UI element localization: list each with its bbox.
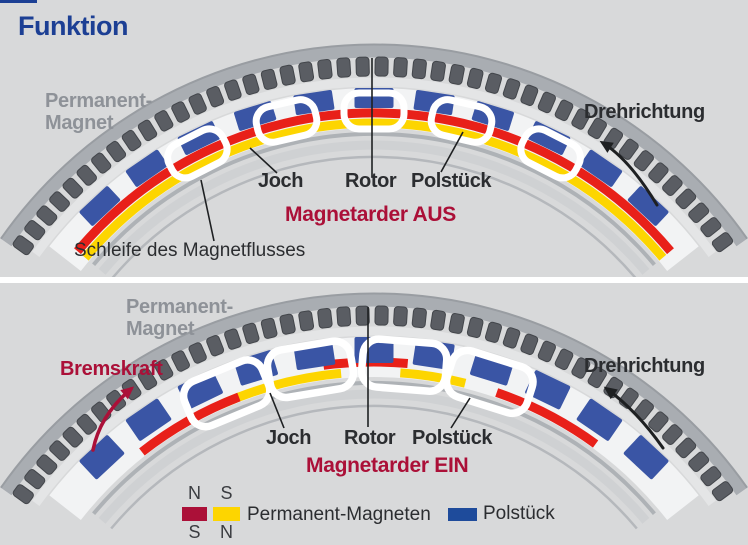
legend-red-pole-bottom: S [188,522,201,542]
polstueck-label-off: Polstück [411,170,492,192]
polstueck-label-on: Polstück [412,427,493,449]
legend-yellow-magnet-swatch [213,507,240,521]
permanent-magnet-line1: Permanent- [45,90,153,112]
direction-label-on: Drehrichtung [584,355,705,377]
panel-divider [0,277,748,283]
top-accent-line [0,0,37,3]
legend-magnets-label: Permanent-Magneten [247,504,431,525]
status-label-off: Magnetarder AUS [285,203,456,226]
page-title: Funktion [18,11,128,41]
rotor-label-on: Rotor [344,427,396,449]
legend-red-pole-top: N [188,483,201,503]
direction-label-off: Drehrichtung [584,101,705,123]
retarder-ring-on-diagram [0,292,748,530]
rotor-label-off: Rotor [345,170,397,192]
joch-label-off: Joch [258,170,304,192]
permanent-magnet-line2: Magnet [45,111,114,134]
panel-magnetarder-on: Permanent- Magnet Bremskraft Drehrichtun… [0,283,748,545]
joch-label-on: Joch [266,427,312,449]
brake-force-label: Bremskraft [60,358,163,380]
legend-pole-piece-swatch [448,508,477,521]
permanent-magnet-line1: Permanent- [126,296,234,318]
permanent-magnet-label-off: Permanent- Magnet [45,90,153,134]
legend-red-magnet-swatch [182,507,207,521]
legend-yellow-pole-bottom: N [220,522,233,542]
legend-pole-piece-label: Polstück [483,503,555,524]
permanent-magnet-line2: Magnet [126,317,195,340]
permanent-magnet-label-on: Permanent- Magnet [126,296,234,340]
flux-loop-label: Schleife des Magnetflusses [74,240,306,261]
retarder-ring-off-diagram [0,43,748,277]
status-label-on: Magnetarder EIN [306,454,469,477]
panel-magnetarder-off: Funktion Permanent- Magnet Drehrichtung … [0,11,748,277]
legend-yellow-pole-top: S [220,483,233,503]
